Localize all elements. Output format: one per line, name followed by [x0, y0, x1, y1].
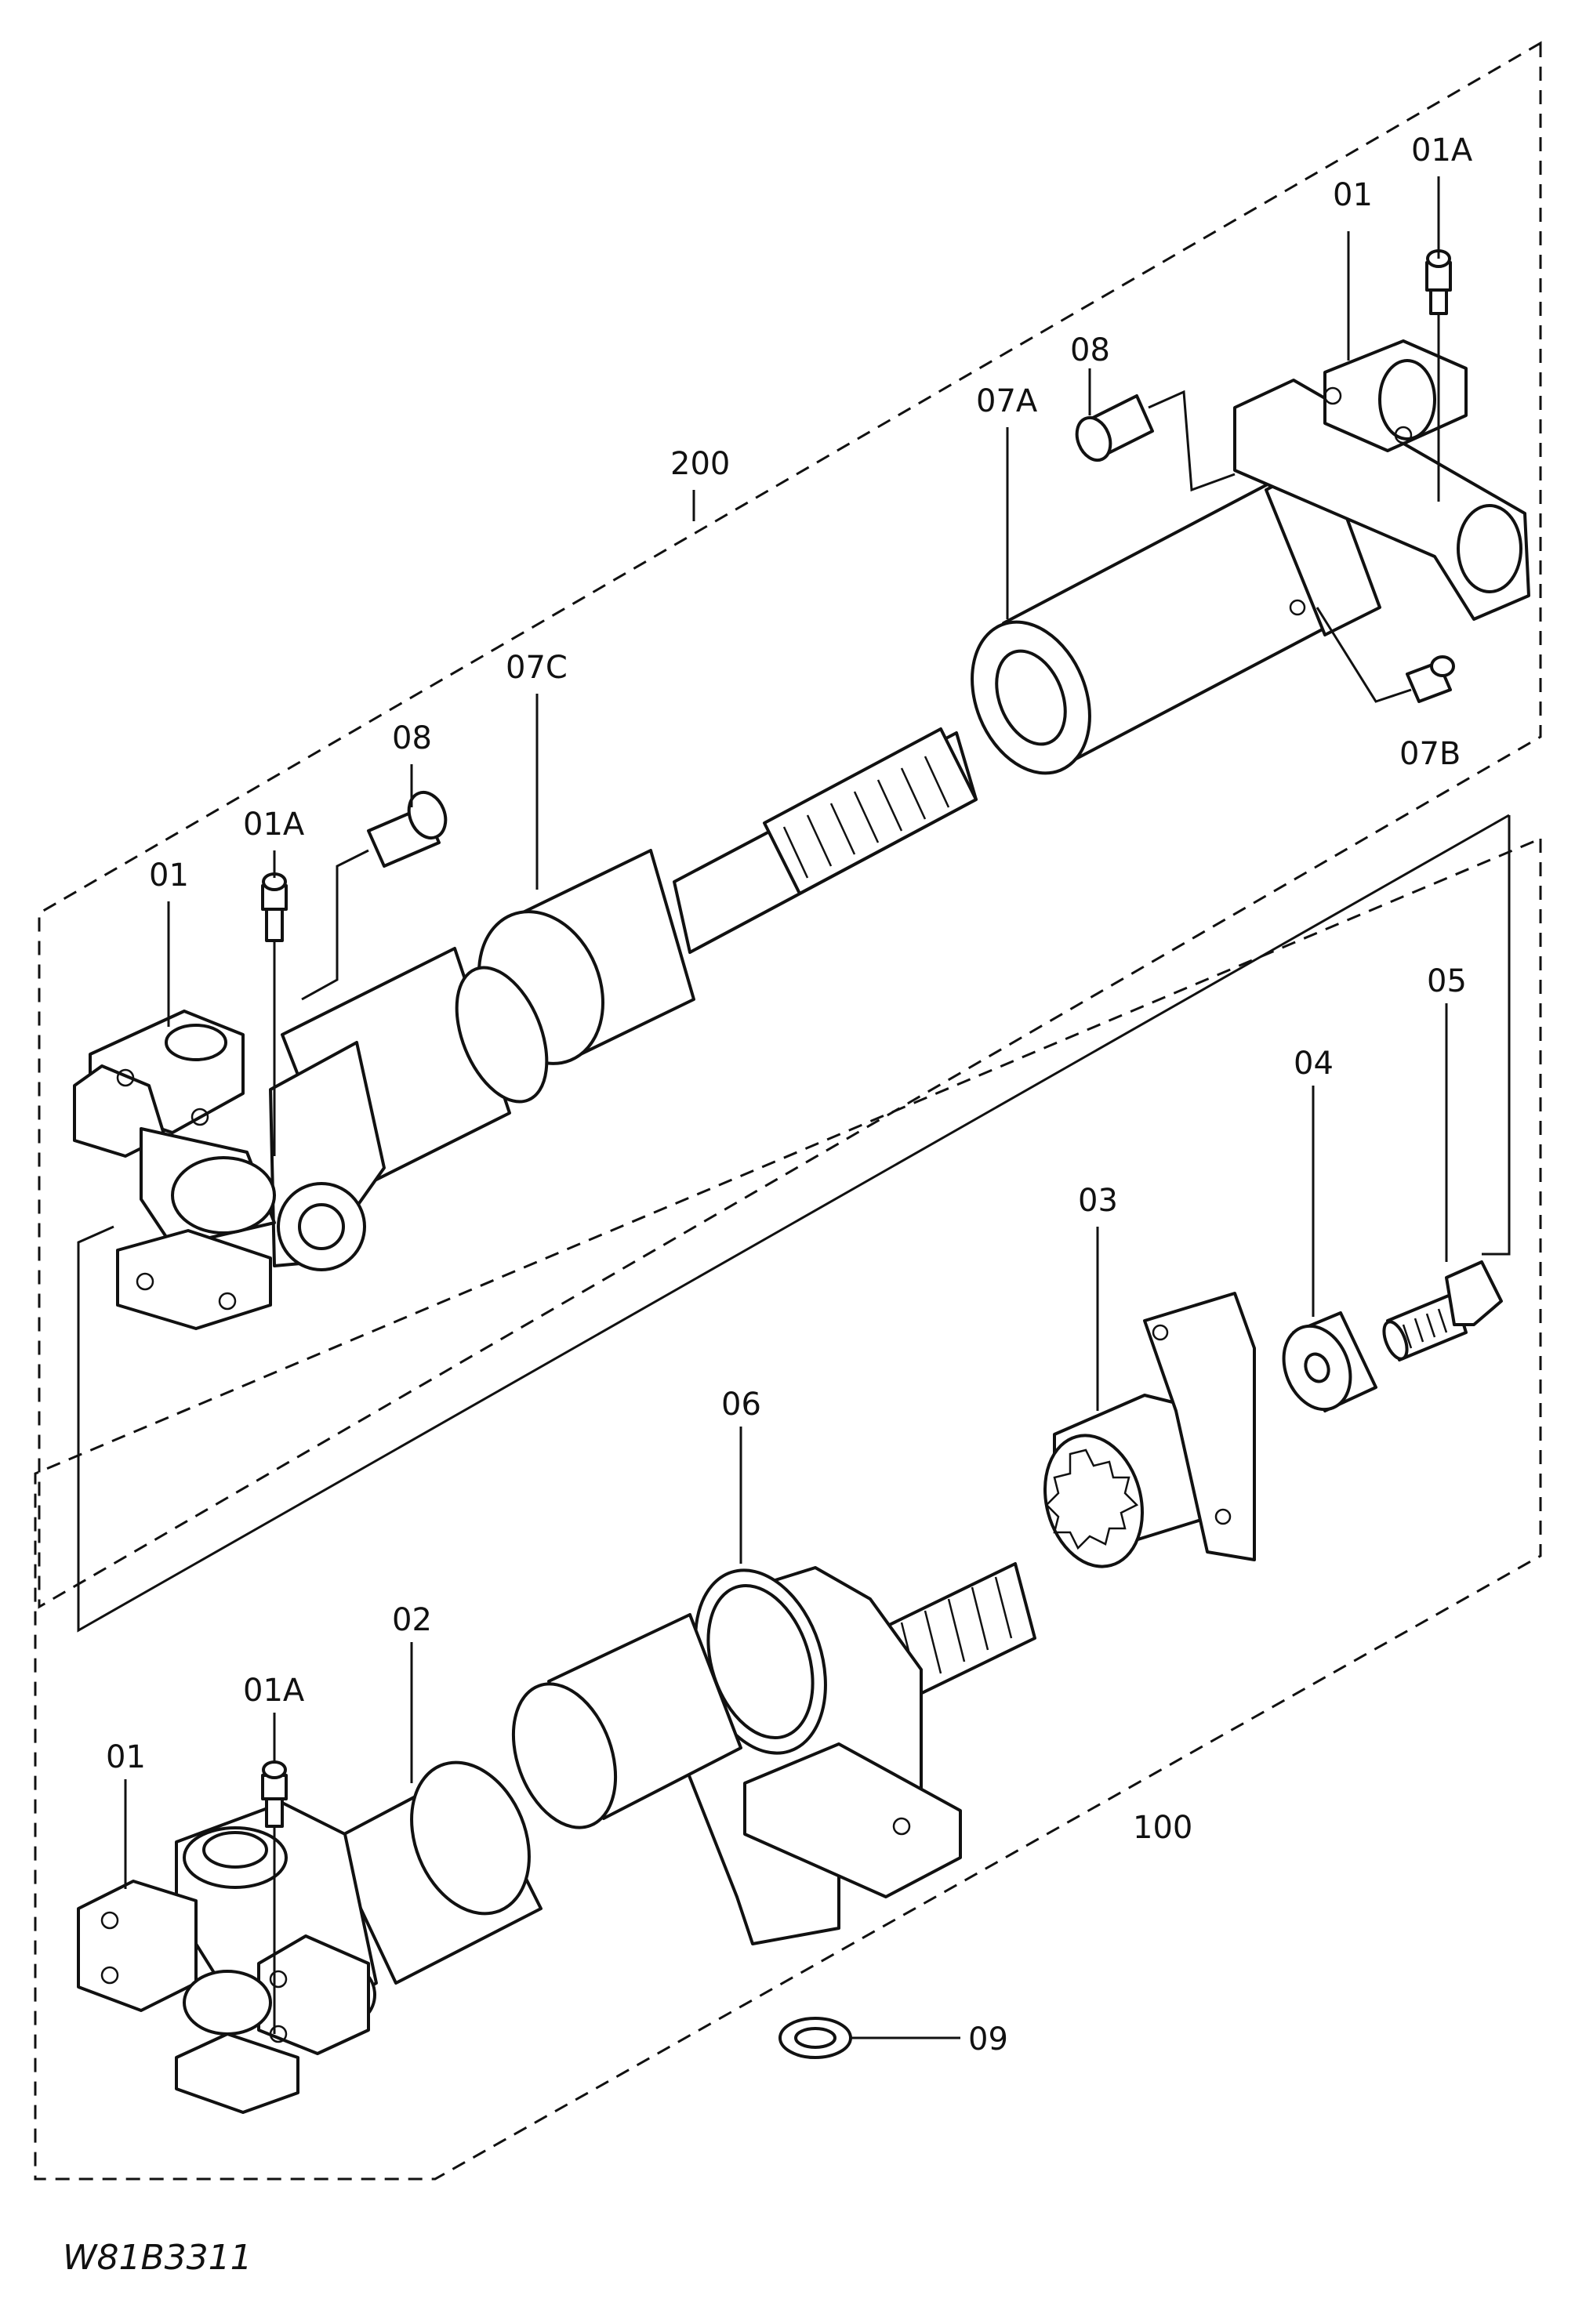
- grease-nipple-07b: [1316, 607, 1455, 703]
- center-bearing-06: [511, 1427, 1036, 1945]
- leader-lines: [124, 176, 1448, 1889]
- grease-nipple-01a-upper-left: [261, 872, 288, 1156]
- washer-09: [778, 2017, 960, 2059]
- tube-02: [328, 1642, 543, 1985]
- label-200: 200: [670, 446, 730, 482]
- yoke-tube-left-upper: [269, 947, 549, 1271]
- universal-joint-01-lower: [77, 1801, 378, 2114]
- label-06: 06: [721, 1387, 761, 1423]
- bolt-08-upper-left: [301, 790, 448, 1001]
- label-01-upper-right: 01: [1333, 177, 1373, 213]
- label-01a-lower: 01A: [243, 1673, 305, 1709]
- grease-nipple-01a-lower: [261, 1760, 288, 2034]
- label-07a: 07A: [976, 383, 1038, 419]
- label-07c: 07C: [506, 650, 568, 686]
- label-01a-upper-right: 01A: [1411, 132, 1473, 169]
- label-05: 05: [1427, 963, 1467, 999]
- drawing-code: W81B3311: [63, 2238, 252, 2278]
- assembly-200-boundary: [38, 41, 1542, 1609]
- bolt-05: [1382, 1019, 1503, 1361]
- universal-joint-01-upper-left: [73, 1010, 276, 1330]
- washer-04: [1282, 1097, 1377, 1412]
- label-08-upper-right: 08: [1070, 332, 1110, 368]
- flange-yoke-upper-right: [1233, 339, 1530, 621]
- label-100: 100: [1133, 1810, 1192, 1846]
- label-07b: 07B: [1399, 736, 1461, 772]
- bolt-08-upper-right: [1075, 390, 1236, 492]
- label-04: 04: [1294, 1046, 1334, 1082]
- label-08-upper-left: 08: [392, 720, 432, 756]
- label-01a-upper-left: 01A: [243, 807, 305, 843]
- label-01-upper-left: 01: [149, 857, 189, 894]
- assembly-100-boundary: [34, 836, 1542, 2181]
- label-01-lower: 01: [106, 1739, 146, 1775]
- spline-shaft-07c: [477, 727, 978, 1065]
- telescopic-tube-07a: [971, 457, 1381, 775]
- label-03: 03: [1078, 1183, 1118, 1219]
- flange-yoke-03: [1043, 1227, 1256, 1568]
- label-09: 09: [968, 2021, 1008, 2058]
- label-02: 02: [392, 1602, 432, 1638]
- assembly-link-outline: [77, 814, 1511, 1633]
